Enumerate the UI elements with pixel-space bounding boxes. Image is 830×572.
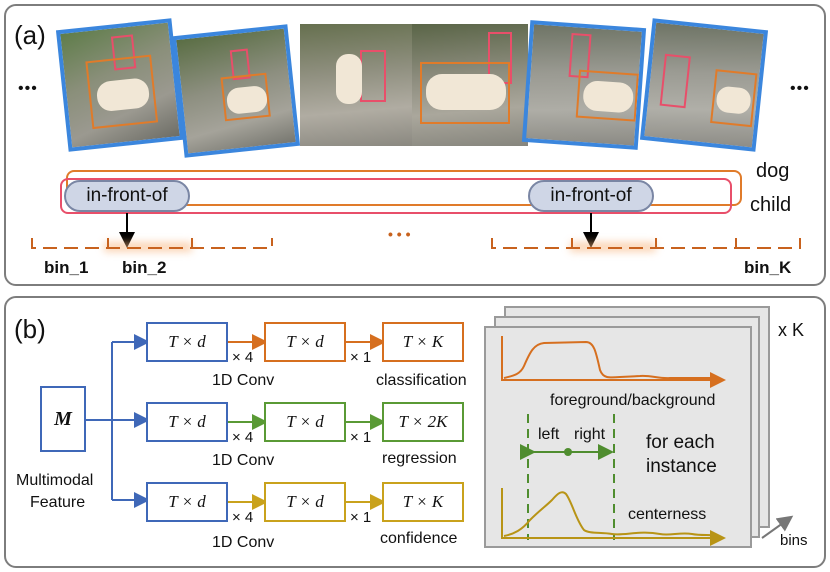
ellipsis-right: ••• (790, 80, 810, 97)
cls-head-label: classification (376, 372, 467, 389)
dog-shape (426, 74, 506, 110)
feature-symbol: M (54, 407, 72, 430)
panel-b-label: (b) (14, 314, 46, 344)
fg-axis (501, 336, 726, 388)
track-label-dog: dog (756, 160, 790, 182)
cls-input-box: T × d (146, 322, 228, 362)
instance-label-2: instance (646, 456, 717, 477)
reg-output-box: T × 2K (382, 402, 464, 442)
reg-head-label: regression (382, 450, 457, 467)
conf-input-dim: T × d (168, 492, 206, 511)
cls-mult-2: × 1 (350, 349, 372, 366)
cls-output-box: T × K (382, 322, 464, 362)
reg-output-dim: T × 2K (398, 412, 448, 431)
panel-a (4, 4, 826, 286)
reg-input-box: T × d (146, 402, 228, 442)
conf-hidden-box: T × d (264, 482, 346, 522)
cls-output-dim: T × K (402, 332, 444, 351)
video-frame-3 (300, 24, 416, 146)
panel-b (4, 296, 826, 568)
reg-input-dim: T × d (168, 412, 206, 431)
cls-conv-label: 1D Conv (212, 372, 275, 389)
fg-bg-label: foreground/background (550, 392, 716, 409)
conf-mult-1: × 4 (232, 509, 254, 526)
cls-mult-1: × 4 (232, 349, 254, 366)
bin-label-2: bin_2 (122, 258, 167, 277)
bins-axis-label: bins (780, 532, 808, 549)
multimodal-caption-2: Feature (30, 494, 86, 511)
dog-box (420, 62, 510, 124)
ellipsis-mid: • • • (388, 226, 411, 242)
bin-label-1: bin_1 (44, 258, 89, 277)
cls-hidden-dim: T × d (286, 332, 324, 351)
conf-output-dim: T × K (402, 492, 444, 511)
cls-hidden-box: T × d (264, 322, 346, 362)
video-frame-4 (412, 24, 528, 146)
multimodal-caption-1: Multimodal (16, 472, 94, 489)
left-label: left (538, 426, 560, 443)
dog-shape (336, 54, 362, 104)
conf-output-box: T × K (382, 482, 464, 522)
center-dot (564, 448, 572, 456)
reg-hidden-dim: T × d (286, 412, 324, 431)
instance-label-1: for each (646, 432, 715, 453)
child-track-bar (60, 178, 732, 214)
centerness-axis (501, 488, 726, 546)
stack-count-label: x K (778, 320, 805, 340)
bins-arrow (761, 515, 794, 539)
conf-hidden-dim: T × d (286, 492, 324, 511)
ellipsis-left: ••• (18, 80, 38, 97)
reg-mult-2: × 1 (350, 429, 372, 446)
multimodal-feature-box: M (40, 386, 86, 452)
relation-pill-1: in-front-of (64, 180, 190, 212)
relation-pill-2: in-front-of (528, 180, 654, 212)
conf-head-label: confidence (380, 530, 458, 547)
conf-conv-label: 1D Conv (212, 534, 275, 551)
right-label: right (574, 426, 606, 443)
centerness-curve (503, 491, 719, 537)
reg-hidden-box: T × d (264, 402, 346, 442)
fg-curve (503, 340, 710, 380)
reg-conv-label: 1D Conv (212, 452, 275, 469)
conf-mult-2: × 1 (350, 509, 372, 526)
panel-a-label: (a) (14, 20, 46, 50)
conf-input-box: T × d (146, 482, 228, 522)
reg-mult-1: × 4 (232, 429, 254, 446)
cls-input-dim: T × d (168, 332, 206, 351)
centerness-label: centerness (628, 506, 707, 523)
bin-label-k: bin_K (744, 258, 792, 277)
track-label-child: child (750, 194, 792, 216)
